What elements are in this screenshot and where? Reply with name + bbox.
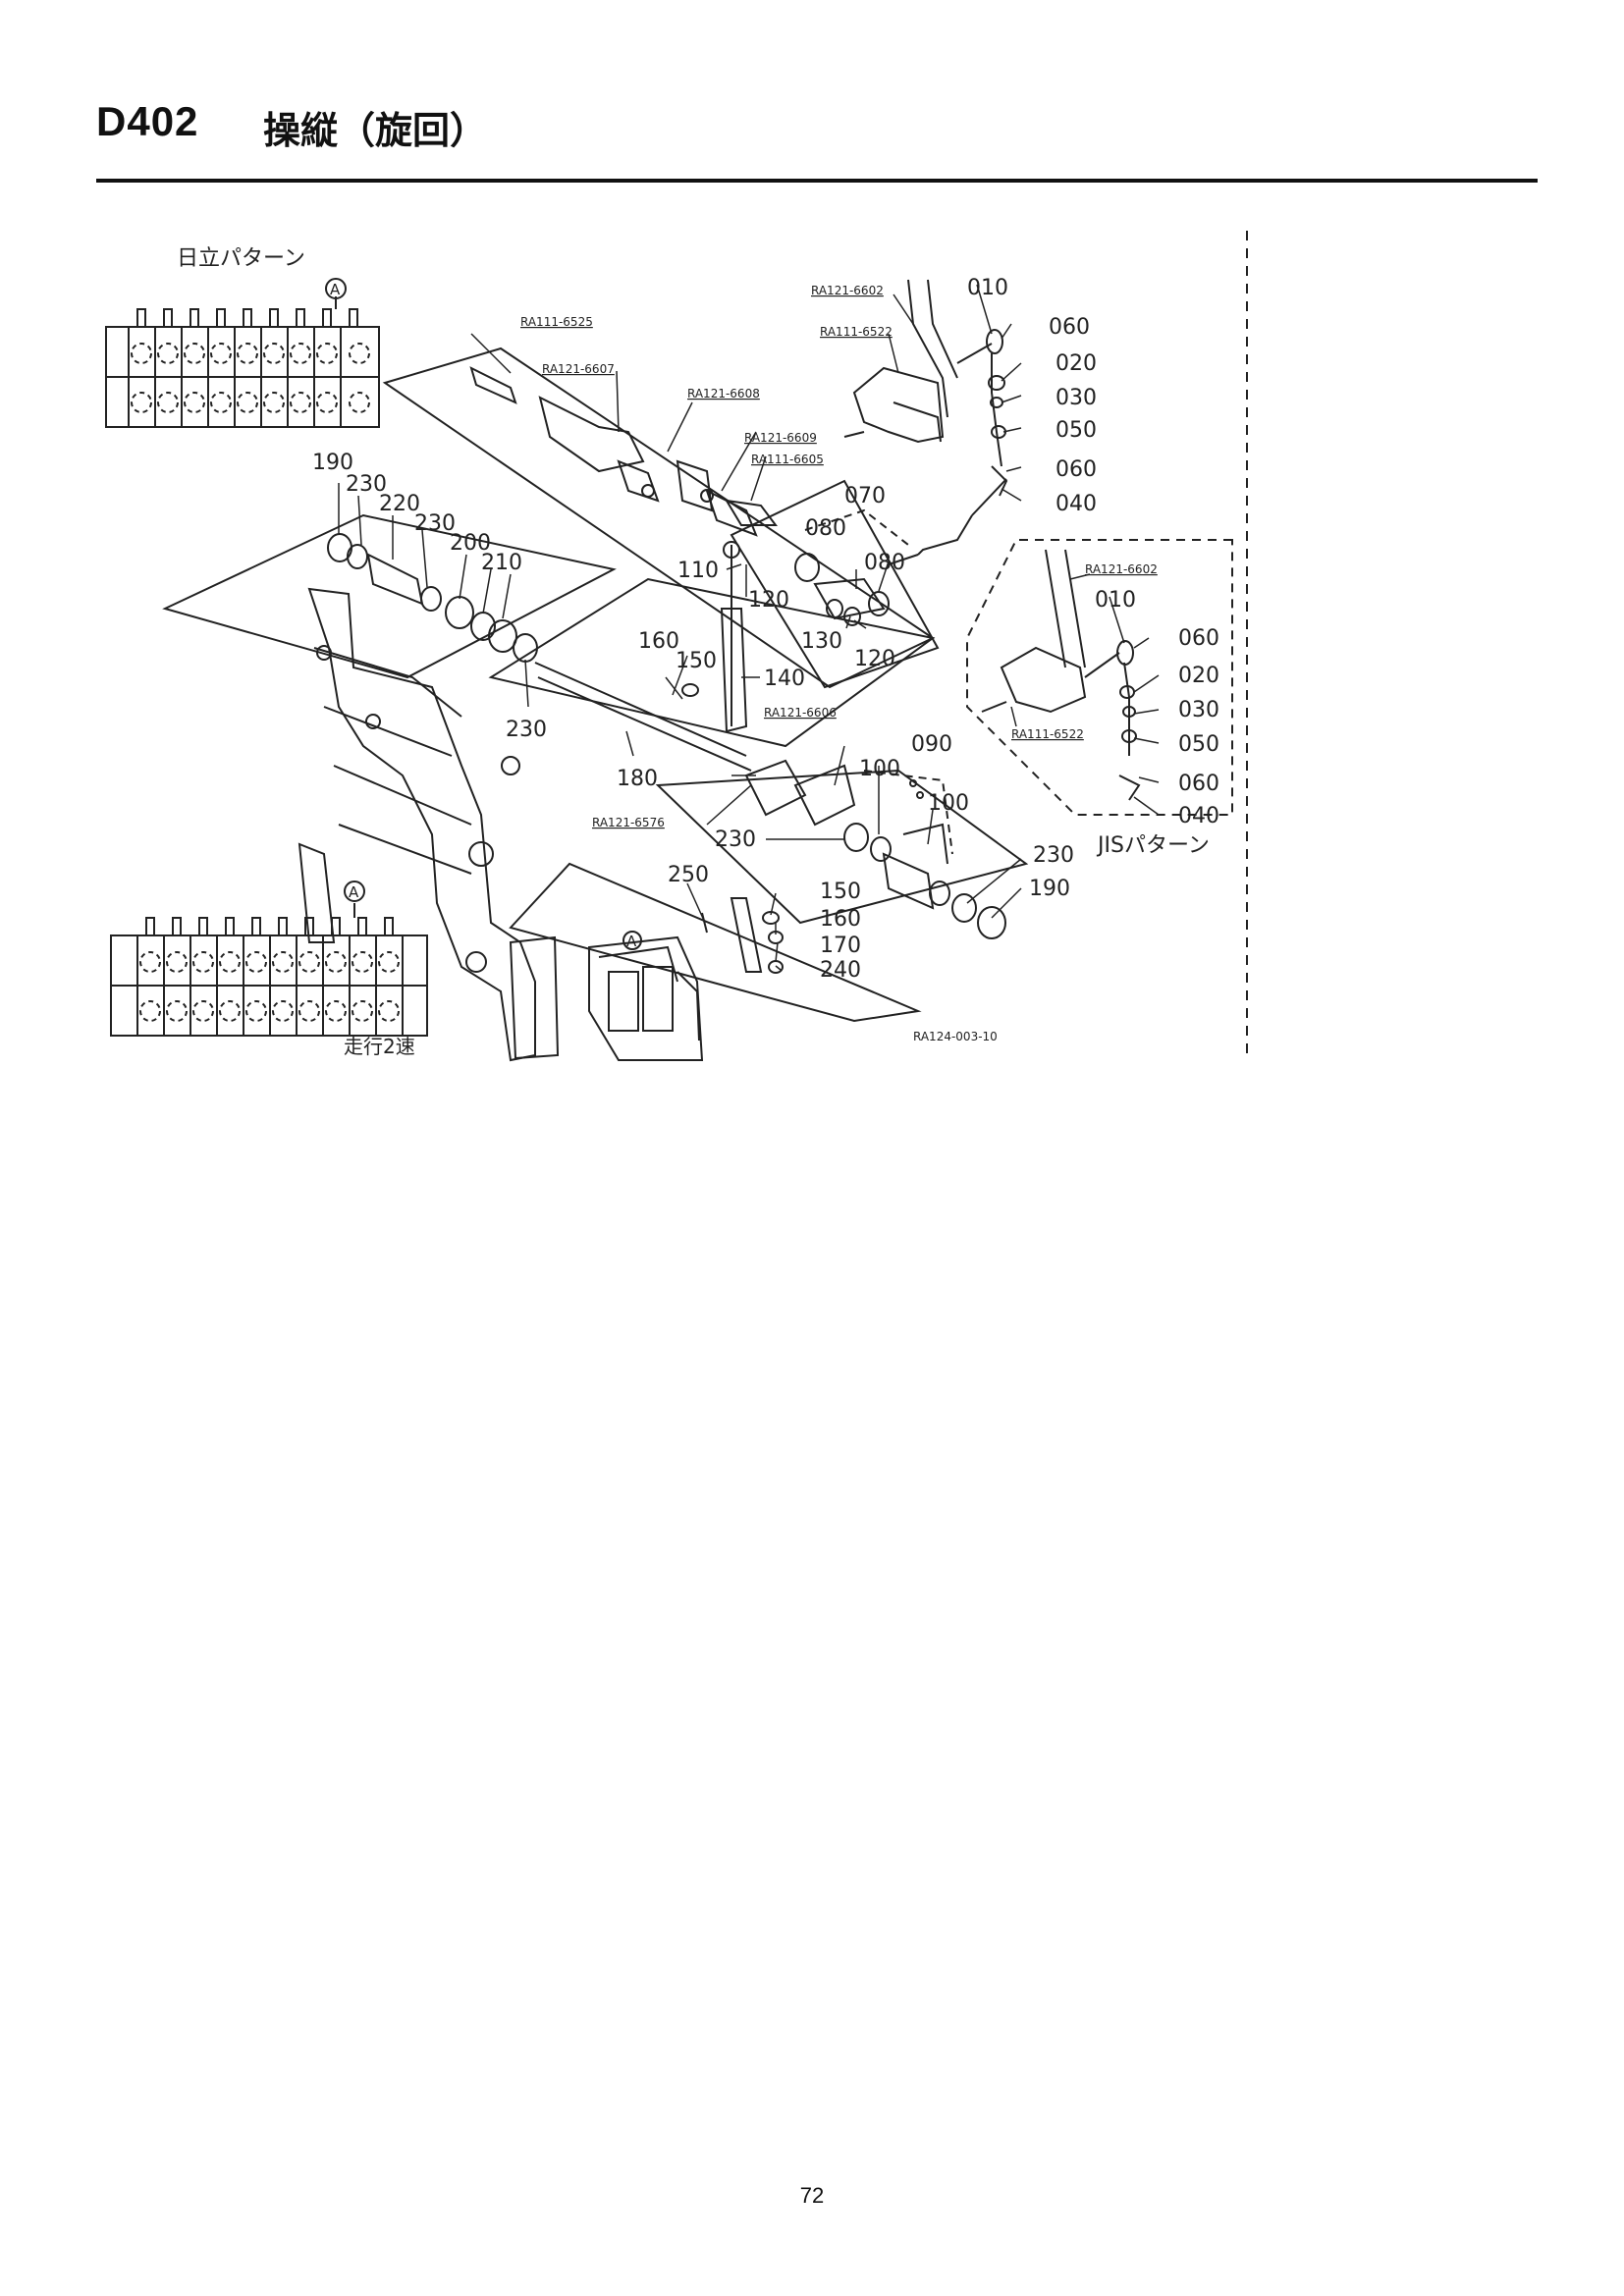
lever-upper-assembly [469, 366, 778, 537]
assembly-outline-left [162, 513, 617, 679]
part-label: 080 [805, 516, 846, 541]
part-label: 040 [1056, 492, 1097, 516]
assembly-outline-right [730, 479, 940, 689]
part-label: 050 [1178, 732, 1219, 757]
header-rule [96, 179, 1538, 183]
part-label: 030 [1178, 698, 1219, 722]
valve-block-travel [110, 881, 428, 1037]
part-label: 100 [928, 791, 969, 816]
marker-a-top: A [330, 281, 341, 298]
part-label: 250 [668, 863, 709, 887]
part-label: 220 [379, 492, 420, 516]
part-label: 190 [312, 451, 353, 475]
part-label: 090 [911, 732, 952, 757]
part-label: 060 [1049, 315, 1090, 340]
part-label: 070 [844, 484, 886, 508]
part-label: 190 [1029, 877, 1070, 901]
ref-label: RA121-6606 [764, 706, 837, 720]
ref-label: RA121-6609 [744, 431, 817, 445]
part-label: 130 [801, 629, 842, 654]
part-label: 210 [481, 551, 522, 575]
part-label: 020 [1178, 664, 1219, 688]
ref-label: RA111-6605 [751, 453, 824, 466]
part-label: 060 [1178, 626, 1219, 651]
part-label: 230 [506, 718, 547, 742]
bracket-070 [794, 508, 909, 626]
part-label: 100 [859, 757, 900, 781]
valve-block-hitachi [105, 278, 380, 428]
link-jis [981, 549, 1141, 801]
part-label: 050 [1056, 418, 1097, 443]
rod-140 [720, 541, 748, 733]
part-label: 180 [617, 767, 658, 791]
frame-structure [298, 587, 536, 1062]
ref-label: RA121-6576 [592, 816, 665, 829]
control-valve [509, 931, 704, 1061]
main-shaft [534, 662, 752, 772]
ref-label: RA121-6607 [542, 362, 615, 376]
drawing-number: RA124-003-10 [913, 1030, 998, 1043]
part-label: 160 [638, 629, 679, 654]
page-number: 72 [799, 2183, 825, 2208]
marker-a-bottom: A [349, 883, 359, 901]
label-hitachi-pattern: 日立パターン [177, 246, 305, 271]
part-label: 140 [764, 667, 805, 691]
assembly-outline-bottom [509, 862, 922, 1023]
part-label: 060 [1056, 457, 1097, 482]
marker-a-circle-top [325, 278, 347, 299]
leader-lines [338, 284, 1160, 971]
part-label: 170 [820, 934, 861, 958]
washer-150-upper [681, 683, 699, 697]
part-label: 230 [414, 511, 456, 536]
part-label: 110 [677, 559, 719, 583]
part-label: 030 [1056, 386, 1097, 410]
section-code: D402 [96, 98, 199, 144]
part-label: 040 [1178, 804, 1219, 828]
linkage-bottom [701, 897, 784, 974]
part-label: 160 [820, 907, 861, 932]
ref-label: RA121-6602 [1085, 562, 1158, 576]
part-label: 120 [854, 647, 895, 671]
lever-lower-right [744, 759, 1006, 939]
part-label: 080 [864, 551, 905, 575]
marker-a-valve: A [626, 933, 637, 950]
ref-label: RA111-6522 [820, 325, 893, 339]
part-label: 010 [967, 276, 1008, 300]
section-title: 操縦（旋回） [263, 109, 488, 152]
part-label: 150 [820, 880, 861, 904]
label-jis-pattern: JISパターン [1096, 833, 1210, 858]
part-label: 150 [676, 649, 717, 673]
ref-label: RA121-6602 [811, 284, 884, 297]
part-label: 120 [748, 588, 789, 613]
part-label: 010 [1095, 588, 1136, 613]
part-label: 230 [715, 828, 756, 852]
ref-label: RA111-6522 [1011, 727, 1084, 741]
label-travel-2speed: 走行2速 [344, 1035, 415, 1058]
part-label: 020 [1056, 351, 1097, 376]
part-label: 240 [820, 958, 861, 983]
part-label: 230 [1033, 843, 1074, 868]
jis-pattern-box [966, 539, 1233, 816]
part-label: 200 [450, 531, 491, 556]
page-header: D402 操縦（旋回） [96, 98, 1538, 183]
part-label: 230 [346, 472, 387, 497]
ref-label: RA121-6608 [687, 387, 760, 400]
box-090 [863, 770, 953, 855]
link-upper-right [843, 279, 1008, 565]
ref-label: RA111-6525 [520, 315, 593, 329]
marker-a-circle-bottom [344, 881, 365, 902]
part-label: 060 [1178, 772, 1219, 796]
